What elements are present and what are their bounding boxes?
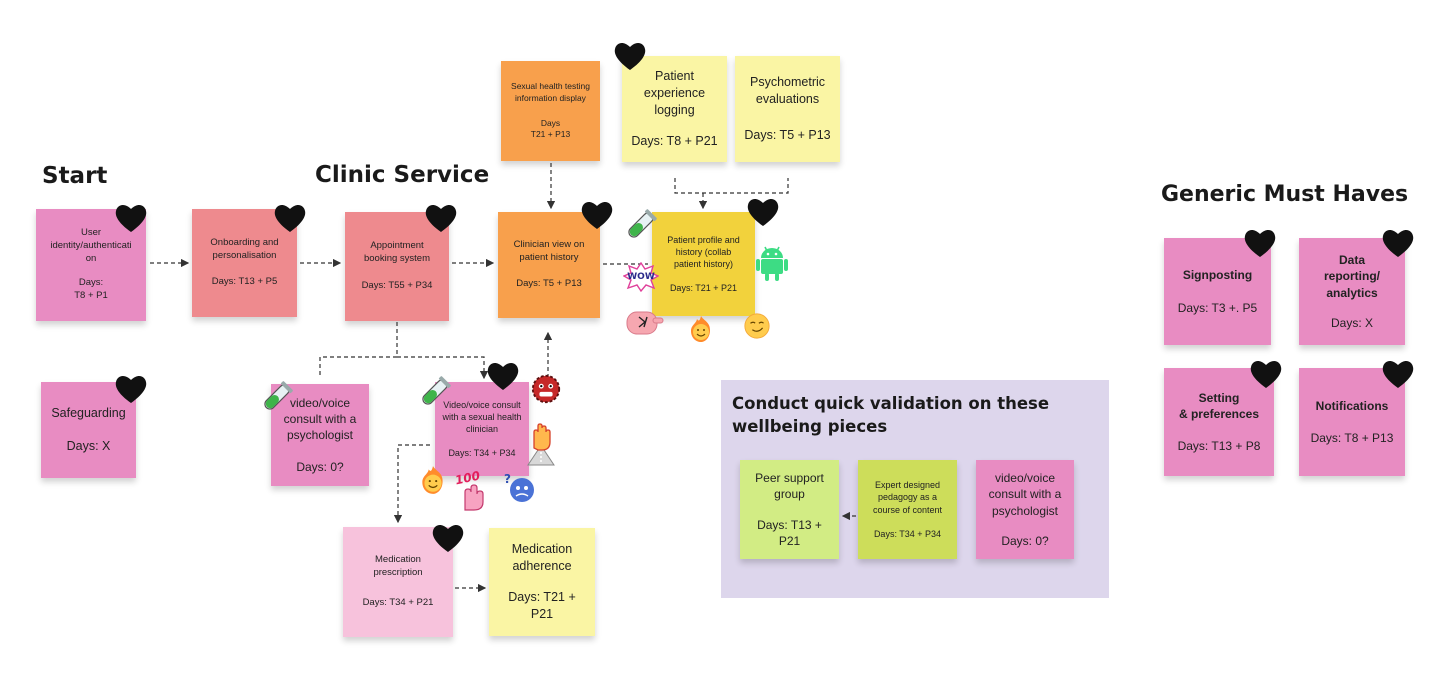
note-patient-experience[interactable]: Patient experience logging Days: T8 + P2… [622, 56, 727, 162]
note-title: Signposting [1182, 268, 1253, 283]
note-title: Psychometric evaluations [749, 74, 826, 106]
note-appointment[interactable]: Appointment booking system Days: T55 + P… [345, 212, 449, 321]
note-data-reporting[interactable]: Data reporting/ analytics Days: X [1299, 238, 1405, 345]
note-patient-profile[interactable]: Patient profile and history (collab pati… [652, 212, 755, 316]
note-title: Appointment booking system [363, 240, 430, 265]
note-title: Clinician view on patient history [513, 238, 585, 263]
note-days: Days: T34 + P34 [873, 528, 942, 539]
note-days: Days: T13 + P5 [211, 276, 278, 288]
heart-icon[interactable] [273, 202, 307, 234]
note-video-psychologist[interactable]: video/voice consult with a psychologist … [271, 384, 369, 486]
note-days: Days: T34 + P21 [362, 597, 434, 609]
note-setting-preferences[interactable]: Setting & preferences Days: T13 + P8 [1164, 368, 1274, 476]
heart-icon[interactable] [486, 360, 520, 392]
hundred-points-icon[interactable]: 100 [454, 469, 489, 512]
note-title: Patient experience logging [643, 69, 706, 117]
note-days: Days: T13 + P21 [757, 517, 822, 548]
note-title: video/voice consult with a psychologist [283, 395, 357, 442]
note-title: Expert designed pedagogy as a course of … [872, 480, 943, 515]
heading-generic-must-haves: Generic Must Haves [1161, 182, 1409, 207]
note-title: Notifications [1315, 398, 1389, 413]
note-onboarding[interactable]: Onboarding and personalisation Days: T13… [192, 209, 297, 317]
raised-hand-icon[interactable] [524, 420, 558, 466]
note-days: Days: T34 + P34 [448, 448, 516, 459]
note-days: Days: T5 + P13 [516, 278, 582, 290]
test-tube-icon[interactable] [624, 208, 658, 242]
heart-icon[interactable] [424, 202, 458, 234]
note-title: video/voice consult with a psychologist [988, 471, 1062, 518]
note-video-psychologist-2[interactable]: video/voice consult with a psychologist … [976, 460, 1074, 559]
heart-icon[interactable] [746, 196, 780, 228]
note-title: Setting & preferences [1178, 390, 1260, 421]
note-days: Days: T8 + P21 [631, 133, 718, 148]
android-robot-icon[interactable] [755, 242, 789, 282]
note-safeguarding[interactable]: Safeguarding Days: X [41, 382, 136, 478]
note-signposting[interactable]: Signposting Days: T3 +. P5 [1164, 238, 1271, 345]
note-title: Safeguarding [51, 406, 126, 421]
wow-label: WOW [627, 271, 655, 282]
note-days: Days: X [1330, 315, 1373, 330]
heart-icon[interactable] [1381, 227, 1415, 259]
note-expert-pedagogy[interactable]: Expert designed pedagogy as a course of … [858, 460, 957, 559]
confused-face-icon[interactable]: ? [502, 470, 538, 504]
fire-face-icon[interactable] [686, 314, 716, 344]
pointing-hand-icon[interactable] [625, 308, 665, 338]
note-days: Days T21 + P13 [530, 118, 571, 140]
note-psychometric[interactable]: Psychometric evaluations Days: T5 + P13 [735, 56, 840, 162]
note-days: Days: 0? [296, 460, 344, 475]
svg-text:?: ? [504, 472, 511, 486]
note-title: Patient profile and history (collab pati… [667, 234, 740, 269]
note-title: Medication adherence [511, 542, 573, 574]
note-title: Sexual health testing information displa… [511, 81, 590, 103]
note-days: Days: X [66, 439, 111, 453]
note-medication-prescription[interactable]: Medication prescription Days: T34 + P21 [343, 527, 453, 637]
wow-sticker-icon[interactable]: WOW [623, 262, 659, 292]
heart-icon[interactable] [1243, 227, 1277, 259]
heart-icon[interactable] [114, 202, 148, 234]
note-title: Peer support group [755, 471, 824, 502]
heart-icon[interactable] [431, 522, 465, 554]
test-tube-icon[interactable] [418, 375, 452, 409]
smirk-face-icon[interactable] [743, 312, 771, 340]
note-peer-support[interactable]: Peer support group Days: T13 + P21 [740, 460, 839, 559]
note-days: Days: T5 + P13 [744, 128, 831, 143]
test-tube-icon[interactable] [260, 380, 294, 414]
note-days: Days: T3 +. P5 [1177, 300, 1258, 315]
ogre-mask-icon[interactable] [530, 373, 562, 405]
heart-icon[interactable] [613, 40, 647, 72]
note-notifications[interactable]: Notifications Days: T8 + P13 [1299, 368, 1405, 476]
note-video-sexual-health[interactable]: Video/voice consult with a sexual health… [435, 382, 529, 476]
note-days: Days: T8 + P13 [1310, 431, 1394, 445]
heart-icon[interactable] [114, 373, 148, 405]
fire-face-icon[interactable] [417, 463, 449, 497]
note-days: Days: T13 + P8 [1177, 439, 1261, 454]
note-title: User identity/authenticati on [50, 226, 132, 264]
note-title: Data reporting/ analytics [1324, 253, 1380, 300]
connector-top-to-profile [674, 178, 789, 194]
note-sexual-health-info[interactable]: Sexual health testing information displa… [501, 61, 600, 161]
note-clinician-view[interactable]: Clinician view on patient history Days: … [498, 212, 600, 318]
note-days: Days: T55 + P34 [361, 279, 433, 291]
heading-clinic-service: Clinic Service [315, 162, 490, 188]
note-days: Days: T21 + P21 [669, 283, 738, 294]
validation-panel-title: Conduct quick validation on these wellbe… [732, 394, 1050, 437]
note-title: Onboarding and personalisation [210, 236, 279, 261]
note-medication-adherence[interactable]: Medication adherence Days: T21 + P21 [489, 528, 595, 636]
heart-icon[interactable] [580, 199, 614, 231]
note-days: Days: T8 + P1 [74, 277, 108, 302]
heading-start: Start [42, 163, 108, 189]
note-days: Days: 0? [1001, 533, 1049, 548]
note-days: Days: T21 + P21 [508, 590, 576, 621]
heart-icon[interactable] [1381, 358, 1415, 390]
note-title: Video/voice consult with a sexual health… [442, 399, 522, 434]
connector-appointment-branch [319, 322, 398, 378]
note-user-identity[interactable]: User identity/authenticati on Days: T8 +… [36, 209, 146, 321]
note-title: Medication prescription [373, 553, 423, 578]
heart-icon[interactable] [1249, 358, 1283, 390]
